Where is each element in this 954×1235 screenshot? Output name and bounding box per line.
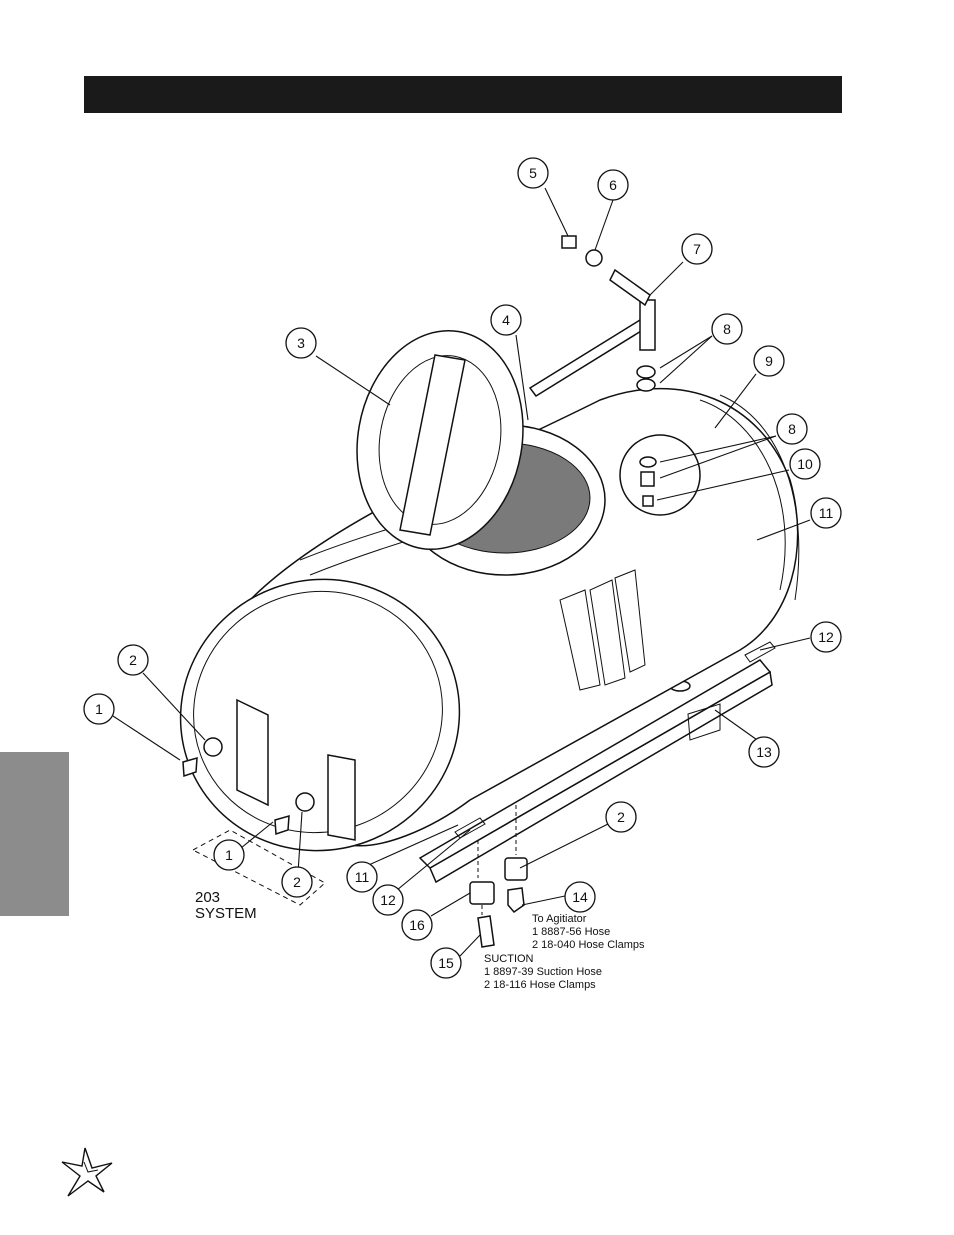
suction-note-line3: 2 18-116 Hose Clamps bbox=[484, 979, 596, 991]
callout-11b: 11 bbox=[346, 861, 378, 893]
callout-11: 11 bbox=[810, 497, 842, 529]
system-203-line1: 203 bbox=[195, 889, 221, 906]
callout-10-label: 10 bbox=[797, 456, 813, 472]
callout-13-label: 13 bbox=[756, 744, 772, 760]
callout-10: 10 bbox=[789, 448, 821, 480]
section-tab bbox=[0, 752, 69, 916]
system-203-outline bbox=[191, 829, 326, 906]
agitator-note-line2: 1 8887-56 Hose bbox=[532, 926, 611, 938]
leader-lines bbox=[112, 187, 811, 957]
callout-2c-label: 2 bbox=[617, 809, 625, 825]
header-bar bbox=[84, 76, 842, 113]
bulkhead-fittings bbox=[182, 737, 315, 836]
callout-14-label: 14 bbox=[572, 889, 588, 905]
callout-6: 6 bbox=[597, 169, 629, 201]
callout-11b-label: 11 bbox=[355, 869, 370, 885]
callout-12b-label: 12 bbox=[380, 892, 396, 908]
callout-13: 13 bbox=[748, 736, 780, 768]
callout-1-label: 1 bbox=[95, 701, 103, 717]
system-203-label: 203 SYSTEM bbox=[195, 890, 257, 922]
callout-2-label: 2 bbox=[129, 652, 137, 668]
callout-3-label: 3 bbox=[297, 335, 305, 351]
callout-2b: 2 bbox=[281, 866, 313, 898]
callout-9: 9 bbox=[753, 345, 785, 377]
callout-2b-label: 2 bbox=[293, 874, 301, 890]
suction-note-line2: 1 8897-39 Suction Hose bbox=[484, 966, 603, 978]
overflow-pipe bbox=[528, 235, 656, 397]
callout-15: 15 bbox=[430, 947, 462, 979]
callout-1b-label: 1 bbox=[225, 847, 233, 863]
callout-5-label: 5 bbox=[529, 165, 537, 181]
callout-7-label: 7 bbox=[693, 241, 701, 257]
callout-4-label: 4 bbox=[502, 312, 510, 328]
callout-12-label: 12 bbox=[818, 629, 834, 645]
callout-8-label: 8 bbox=[723, 321, 731, 337]
callout-9-label: 9 bbox=[765, 353, 773, 369]
callout-3: 3 bbox=[285, 327, 317, 359]
callout-12: 12 bbox=[810, 621, 842, 653]
callout-7: 7 bbox=[681, 233, 713, 265]
lower-fittings bbox=[469, 805, 528, 948]
suction-note: SUCTION 1 8897-39 Suction Hose 2 18-116 … bbox=[484, 953, 602, 992]
callout-8b: 8 bbox=[776, 413, 808, 445]
callout-16-label: 16 bbox=[409, 917, 425, 933]
callout-15-label: 15 bbox=[438, 955, 454, 971]
agitator-note: To Agitiator 1 8887-56 Hose 2 18-040 Hos… bbox=[532, 913, 645, 952]
tank-lid bbox=[356, 329, 524, 551]
callout-1: 1 bbox=[83, 693, 115, 725]
agitator-note-line3: 2 18-040 Hose Clamps bbox=[532, 939, 645, 951]
callout-8: 8 bbox=[711, 313, 743, 345]
tank-straps bbox=[454, 641, 776, 839]
callout-14: 14 bbox=[564, 881, 596, 913]
callout-6-label: 6 bbox=[609, 177, 617, 193]
callout-1b: 1 bbox=[213, 839, 245, 871]
callout-12b: 12 bbox=[372, 884, 404, 916]
callout-16: 16 bbox=[401, 909, 433, 941]
callout-8b-label: 8 bbox=[788, 421, 796, 437]
end-brackets bbox=[236, 698, 356, 841]
callout-2c: 2 bbox=[605, 801, 637, 833]
agitator-note-line1: To Agitiator bbox=[532, 913, 587, 925]
callout-4: 4 bbox=[490, 304, 522, 336]
system-203-line2: SYSTEM bbox=[195, 905, 257, 922]
callout-5: 5 bbox=[517, 157, 549, 189]
callout-2: 2 bbox=[117, 644, 149, 676]
suction-note-line1: SUCTION bbox=[484, 953, 534, 965]
star-logo-icon bbox=[61, 1147, 113, 1197]
callout-11-label: 11 bbox=[819, 505, 834, 521]
